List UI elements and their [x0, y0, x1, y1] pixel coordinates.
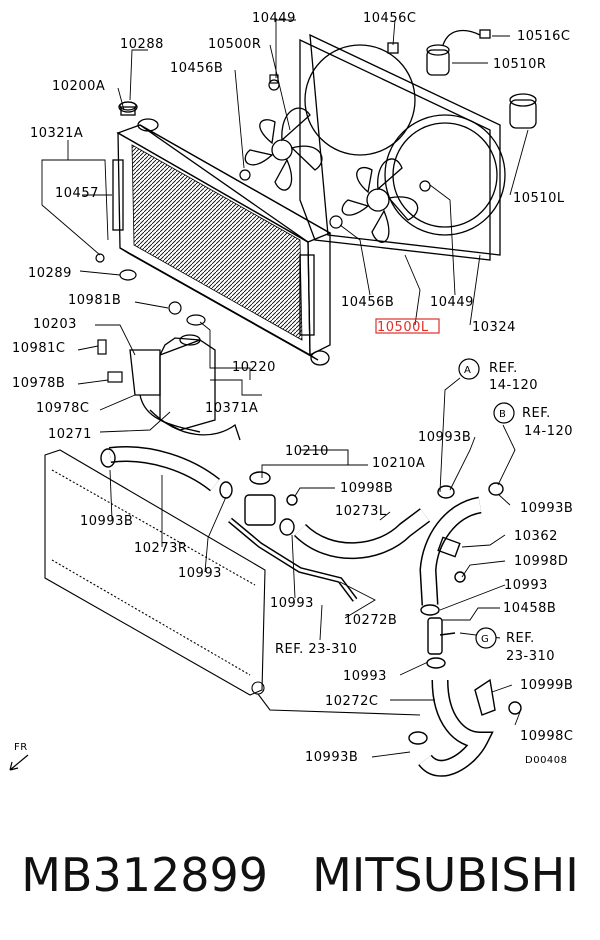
label-fr: FR	[14, 742, 28, 753]
front-arrow-icon	[9, 754, 29, 771]
label-10998d: 10998D	[514, 554, 568, 569]
label-10993-r: 10993	[504, 578, 548, 593]
brand-name: MITSUBISHI	[312, 848, 579, 902]
label-10272b: 10272B	[344, 613, 397, 628]
label-10456b-top: 10456B	[170, 61, 223, 76]
label-ref-g: REF.	[506, 631, 535, 646]
hoses	[109, 446, 494, 777]
label-10510r: 10510R	[493, 57, 546, 72]
label-10324: 10324	[472, 320, 516, 335]
label-ref-23-310-a: REF. 23-310	[275, 642, 357, 657]
label-10999b: 10999B	[520, 678, 573, 693]
label-10456c: 10456C	[363, 11, 416, 26]
label-10500l: 10500L	[377, 320, 429, 335]
label-10321a: 10321A	[30, 126, 83, 141]
label-10981c: 10981C	[12, 341, 65, 356]
label-10993b-bottom: 10993B	[305, 750, 358, 765]
grommet-10289	[119, 269, 137, 281]
radiator-assembly	[112, 101, 332, 366]
radiator-lower-outline	[44, 449, 421, 716]
label-10993-low: 10993	[343, 669, 387, 684]
label-10981b: 10981B	[68, 293, 121, 308]
label-ref-g-num: 23-310	[506, 649, 555, 664]
circle-a-letter: A	[464, 365, 471, 376]
label-10203: 10203	[33, 317, 77, 332]
label-10449-mid: 10449	[430, 295, 474, 310]
label-10458b: 10458B	[503, 601, 556, 616]
label-10998b: 10998B	[340, 481, 393, 496]
label-ref-a-num: 14-120	[489, 378, 538, 393]
part-caption: MB312899 MITSUBISHI	[0, 820, 600, 930]
circle-b-letter: B	[499, 409, 506, 420]
highlight-box-10500l	[375, 318, 440, 334]
label-10510l: 10510L	[513, 191, 565, 206]
label-10993-mid: 10993	[270, 596, 314, 611]
ref-circle-a	[458, 358, 480, 380]
label-10273r: 10273R	[134, 541, 187, 556]
label-10978c: 10978C	[36, 401, 89, 416]
label-10516c: 10516C	[517, 29, 570, 44]
label-10273l: 10273L	[335, 504, 387, 519]
fan-motor-left	[509, 93, 537, 129]
label-10456b-mid: 10456B	[341, 295, 394, 310]
fan-left	[341, 158, 419, 243]
label-10371a: 10371A	[205, 401, 258, 416]
part-number: MB312899	[21, 848, 269, 902]
hose-clamps	[100, 448, 522, 745]
ref-circle-g	[475, 627, 497, 649]
leader-lines	[41, 19, 529, 758]
label-10288: 10288	[120, 37, 164, 52]
label-ref-b: REF.	[522, 406, 551, 421]
fan-right	[244, 107, 323, 191]
fan-motor-right	[426, 44, 450, 76]
grommet-10288	[119, 101, 137, 111]
label-10220: 10220	[232, 360, 276, 375]
label-10993b-left: 10993B	[80, 514, 133, 529]
circle-g-letter: G	[481, 634, 489, 645]
label-10210a: 10210A	[372, 456, 425, 471]
label-ref-a: REF.	[489, 361, 518, 376]
label-10200a: 10200A	[52, 79, 105, 94]
label-10210: 10210	[285, 444, 329, 459]
label-10362: 10362	[514, 529, 558, 544]
reference-circles	[458, 358, 515, 649]
label-10272c: 10272C	[325, 694, 378, 709]
label-10993-left: 10993	[178, 566, 222, 581]
part-labels: 10449 10456C 10516C 10288 10500R 10510R …	[12, 11, 573, 766]
ref-circle-b	[493, 402, 515, 424]
label-10993b-r1: 10993B	[418, 430, 471, 445]
exploded-parts-diagram: 10449 10456C 10516C 10288 10500R 10510R …	[9, 11, 573, 777]
fan-shroud-assembly	[244, 29, 537, 261]
label-10500r: 10500R	[208, 37, 261, 52]
label-10457: 10457	[55, 186, 99, 201]
label-10449-top: 10449	[252, 11, 296, 26]
label-10978b: 10978B	[12, 376, 65, 391]
label-10998c: 10998C	[520, 729, 573, 744]
label-diagram-code: D00408	[525, 755, 568, 766]
coolant-reservoir	[129, 334, 241, 441]
label-10289: 10289	[28, 266, 72, 281]
label-10271: 10271	[48, 427, 92, 442]
label-ref-b-num: 14-120	[524, 424, 573, 439]
label-10993b-r2: 10993B	[520, 501, 573, 516]
